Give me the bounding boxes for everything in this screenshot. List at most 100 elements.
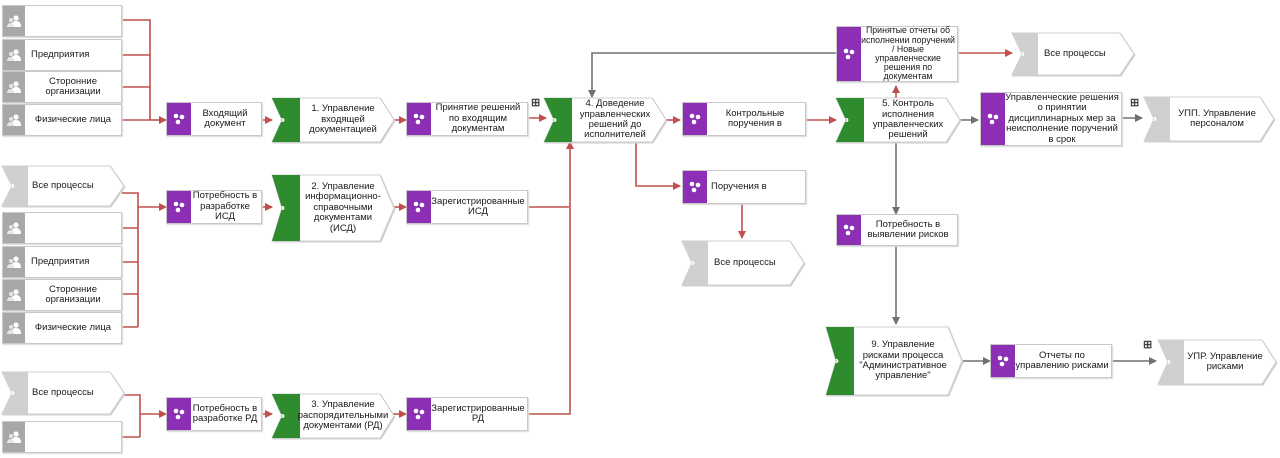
info-label: Потребность в выявлении рисков [867, 218, 949, 240]
org-unit-label: Сторонние организации [45, 75, 101, 97]
document-flow-icon [683, 103, 707, 135]
org-unit-label: Физические лица [34, 113, 112, 125]
process-label: 3. Управление распорядительными документ… [297, 399, 389, 432]
info-label: Принятие решений по входящим документам [435, 102, 521, 135]
info-label: Контрольные поручения в [725, 107, 785, 129]
document-flow-icon [981, 93, 1005, 145]
process-label: 1. Управление входящей документацией [309, 103, 377, 136]
chevron-arrows-icon: ››› [281, 114, 285, 126]
chevron-arrows-icon: ››› [11, 180, 15, 192]
info-label: Отчеты по управлению рисками [1015, 349, 1109, 371]
hierarchy-icon[interactable]: ⊞ [1143, 339, 1153, 351]
chevron-arrows-icon: ››› [1167, 356, 1171, 368]
info-orders[interactable]: Поручения в [682, 170, 806, 204]
chevron-arrows-icon: ››› [1153, 113, 1157, 125]
chevron-arrows-icon: ››› [11, 387, 15, 399]
org-unit-label: Предприятия [31, 255, 90, 267]
info-decisions-incoming[interactable]: Принятие решений по входящим документам [406, 102, 528, 136]
person-icon [3, 313, 25, 343]
document-flow-icon [407, 398, 431, 430]
org-group1-connector [122, 19, 167, 124]
process-1-incoming-docs[interactable]: ››› 1. Управление входящей документацией [271, 97, 395, 143]
pointer-label: Все процессы [1044, 47, 1106, 59]
hierarchy-icon[interactable]: ⊞ [1130, 97, 1140, 109]
document-flow-icon [407, 191, 431, 223]
org-unit-9[interactable] [2, 421, 122, 453]
org-unit-label: Предприятия [31, 48, 90, 60]
org-unit-label [25, 422, 121, 452]
person-icon [3, 6, 25, 36]
process-5-control[interactable]: ››› 5. Контроль исполнения управленчески… [835, 97, 961, 143]
info-incoming-document[interactable]: Входящий документ [166, 102, 262, 136]
process-pointer-all-1[interactable]: ››› Все процессы [1, 165, 125, 207]
org-unit-third-party[interactable]: Сторонние организации [2, 71, 122, 103]
chevron-arrows-icon: ››› [281, 202, 285, 214]
person-icon [3, 105, 25, 135]
person-icon [3, 247, 25, 277]
info-label: Зарегистрированные ИСД [431, 195, 525, 217]
org-unit-label: Сторонние организации [45, 283, 101, 305]
org-unit-label: Физические лица [34, 321, 112, 333]
info-need-isd[interactable]: Потребность в разработке ИСД [166, 190, 262, 224]
info-disciplinary-decisions[interactable]: Управленческие решения о принятии дисцип… [980, 92, 1122, 146]
info-registered-isd[interactable]: Зарегистрированные ИСД [406, 190, 528, 224]
process-label: 9. Управление рисками процесса "Админист… [859, 339, 947, 382]
info-registered-rd[interactable]: Зарегистрированные РД [406, 397, 528, 431]
person-icon [3, 40, 25, 70]
feedback-connectors [588, 52, 1157, 365]
info-label: Управленческие решения о принятии дисцип… [1005, 91, 1119, 145]
process-pointer-all-2[interactable]: ››› Все процессы [1, 371, 125, 415]
pointer-label: Все процессы [32, 179, 94, 191]
info-risk-identification-need[interactable]: Потребность в выявлении рисков [836, 214, 958, 246]
person-icon [3, 422, 25, 452]
process-3-rd[interactable]: ››› 3. Управление распорядительными доку… [271, 393, 395, 439]
process-pointer-upr[interactable]: ››› УПР. Управление рисками [1157, 339, 1277, 385]
process-pointer-all-4[interactable]: ››› Все процессы [681, 240, 805, 286]
org-group3-connector [122, 394, 167, 438]
document-flow-icon [837, 215, 861, 245]
pointer-label: УПР. Управление рисками [1187, 350, 1263, 372]
info-label: Поручения в [711, 180, 767, 192]
info-control-orders[interactable]: Контрольные поручения в [682, 102, 806, 136]
person-icon [3, 213, 25, 243]
org-unit-individuals-2[interactable]: Физические лица [2, 312, 122, 344]
info-accepted-reports[interactable]: Принятые отчеты об исполнении поручений … [836, 26, 958, 82]
chevron-arrows-icon: ››› [1021, 48, 1025, 60]
info-label: Зарегистрированные РД [431, 402, 525, 424]
document-flow-icon [837, 27, 861, 81]
document-flow-icon [167, 191, 191, 223]
document-flow-icon [167, 398, 191, 430]
org-unit-5[interactable] [2, 212, 122, 244]
info-label: Принятые отчеты об исполнении поручений … [861, 25, 955, 82]
chevron-arrows-icon: ››› [691, 257, 695, 269]
document-flow-icon [407, 103, 431, 135]
info-risk-reports[interactable]: Отчеты по управлению рисками [990, 344, 1112, 378]
org-unit-1[interactable] [2, 5, 122, 37]
org-unit-individuals[interactable]: Физические лица [2, 104, 122, 136]
org-unit-label [25, 6, 121, 36]
process-label: 4. Доведение управленческих решений до и… [579, 98, 651, 141]
process-4-delivery[interactable]: ››› 4. Доведение управленческих решений … [543, 97, 667, 143]
org-unit-enterprises-2[interactable]: Предприятия [2, 246, 122, 278]
hierarchy-icon[interactable]: ⊞ [531, 97, 541, 109]
process-pointer-upp[interactable]: ››› УПП. Управление персоналом [1143, 96, 1275, 142]
person-icon [3, 280, 25, 310]
pointer-label: УПП. Управление персоналом [1178, 107, 1256, 129]
pointer-label: Все процессы [32, 386, 94, 398]
process-2-isd[interactable]: ››› 2. Управление информационно-справочн… [271, 174, 395, 242]
pointer-label: Все процессы [714, 256, 776, 268]
process-pointer-all-3[interactable]: ››› Все процессы [1011, 32, 1135, 76]
process-label: 5. Контроль исполнения управленческих ре… [872, 98, 944, 141]
document-flow-icon [683, 171, 707, 203]
person-icon [3, 72, 25, 102]
info-label: Потребность в разработке РД [192, 402, 258, 424]
process-9-risks[interactable]: ››› 9. Управление рисками процесса "Адми… [825, 326, 963, 396]
info-need-rd[interactable]: Потребность в разработке РД [166, 397, 262, 431]
process-label: 2. Управление информационно-справочными … [305, 180, 381, 234]
org-unit-enterprises[interactable]: Предприятия [2, 39, 122, 71]
chevron-arrows-icon: ››› [835, 355, 839, 367]
org-group2-connector [122, 192, 167, 328]
info-label: Входящий документ [202, 107, 248, 129]
org-unit-third-party-2[interactable]: Сторонние организации [2, 279, 122, 311]
